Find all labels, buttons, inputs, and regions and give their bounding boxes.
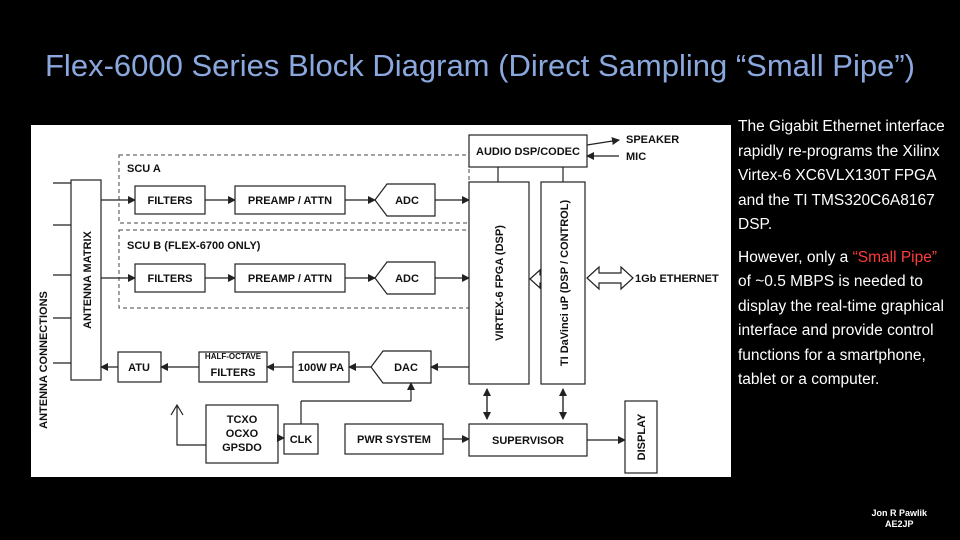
antenna-matrix-label: ANTENNA MATRIX: [82, 230, 94, 328]
half-octave-filters-label: FILTERS: [210, 367, 255, 379]
speaker-label: SPEAKER: [626, 134, 679, 146]
antenna-matrix-block: ANTENNA MATRIX: [70, 179, 102, 381]
antenna-connections-label: ANTENNA CONNECTIONS: [38, 291, 50, 429]
pwr-system-label: PWR SYSTEM: [357, 434, 431, 446]
adc-a-label: ADC: [395, 195, 419, 207]
adc-b-label: ADC: [395, 273, 419, 285]
filters-block-b: FILTERS: [134, 263, 206, 293]
scu-a-group: [118, 154, 470, 224]
adc-block-a: ADC: [374, 183, 436, 217]
slide-title: Flex-6000 Series Block Diagram (Direct S…: [45, 48, 915, 83]
dac-block: DAC: [370, 350, 432, 384]
filters-a-label: FILTERS: [147, 195, 192, 207]
tcxo-label: TCXO: [227, 414, 258, 426]
scu-b-label: SCU B (FLEX-6700 ONLY): [127, 240, 261, 252]
fpga-label: VIRTEX-6 FPGA (DSP): [494, 225, 506, 341]
ethernet-link-arrow: [586, 265, 634, 291]
antenna-input-lines: [53, 182, 71, 364]
tcxo-ocxo-gpsdo-block: TCXO OCXO GPSDO: [205, 404, 279, 464]
atu-label: ATU: [128, 362, 150, 374]
para2-start: However, only a: [738, 248, 853, 266]
audio-dsp-label: AUDIO DSP/CODEC: [476, 146, 580, 158]
pa-label: 100W PA: [298, 362, 344, 374]
description-panel: The Gigabit Ethernet interface rapidly r…: [738, 115, 953, 401]
atu-block: ATU: [117, 351, 162, 383]
display-label: DISPLAY: [636, 413, 648, 460]
clk-label: CLK: [290, 434, 313, 446]
ocxo-label: OCXO: [226, 428, 259, 440]
audio-dsp-codec-block: AUDIO DSP/CODEC: [468, 134, 588, 168]
gpsdo-label: GPSDO: [222, 442, 262, 454]
description-paragraph-1: The Gigabit Ethernet interface rapidly r…: [738, 118, 945, 233]
scu-a-label: SCU A: [127, 163, 161, 175]
author-name: Jon R Pawlik: [871, 508, 927, 518]
filters-block-a: FILTERS: [134, 185, 206, 215]
supervisor-block: SUPERVISOR: [468, 423, 588, 457]
power-amp-block: 100W PA: [292, 351, 350, 383]
preamp-attn-block-b: PREAMP / ATTN: [234, 263, 346, 293]
small-pipe-highlight: “Small Pipe”: [852, 248, 938, 266]
display-block: DISPLAY: [624, 400, 658, 474]
clk-block: CLK: [283, 423, 319, 455]
preamp-b-label: PREAMP / ATTN: [248, 273, 332, 285]
davinci-label: TI DaVinci uP (DSP / CONTROL): [559, 200, 571, 367]
mic-label: MIC: [626, 151, 646, 163]
ethernet-label: 1Gb ETHERNET: [635, 273, 719, 285]
block-diagram: ANTENNA CONNECTIONS ANTENNA MATRIX SCU A…: [31, 125, 731, 477]
author-credit: Jon R Pawlik AE2JP: [871, 508, 927, 530]
half-octave-label: HALF-OCTAVE: [205, 352, 262, 361]
para2-end: of ~0.5 MBPS is needed to display the re…: [738, 273, 944, 388]
filters-b-label: FILTERS: [147, 273, 192, 285]
dac-label: DAC: [394, 362, 418, 374]
author-callsign: AE2JP: [884, 519, 914, 529]
description-paragraph-2: However, only a “Small Pipe” of ~0.5 MBP…: [738, 246, 953, 393]
preamp-attn-block-a: PREAMP / ATTN: [234, 185, 346, 215]
pwr-system-block: PWR SYSTEM: [344, 423, 444, 455]
preamp-a-label: PREAMP / ATTN: [248, 195, 332, 207]
davinci-block: TI DaVinci uP (DSP / CONTROL): [540, 181, 586, 385]
adc-block-b: ADC: [374, 261, 436, 295]
half-octave-filters-block: HALF-OCTAVE FILTERS: [198, 351, 268, 383]
antenna-symbol: [170, 403, 206, 446]
fpga-block: VIRTEX-6 FPGA (DSP): [468, 181, 530, 385]
supervisor-label: SUPERVISOR: [492, 435, 564, 447]
